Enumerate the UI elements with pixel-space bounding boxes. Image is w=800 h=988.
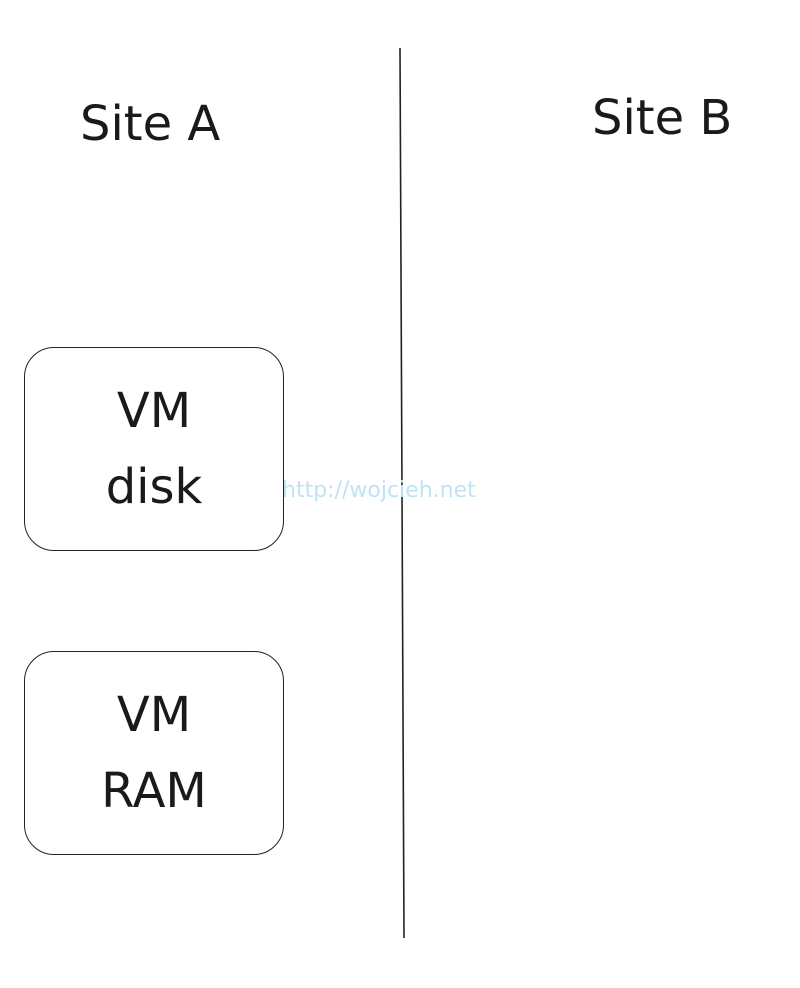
site-b-label: Site B — [592, 90, 733, 146]
watermark-text: http://wojcieh.net — [282, 478, 476, 503]
vm-ram-line2: RAM — [101, 763, 207, 819]
vm-disk-line1: VM — [116, 383, 192, 439]
vm-disk-line2: disk — [105, 459, 203, 515]
site-a-label: Site A — [80, 96, 221, 152]
vm-ram-box: VM RAM — [24, 651, 284, 855]
vm-disk-box: VM disk — [24, 347, 284, 551]
vm-ram-line1: VM — [116, 687, 192, 743]
